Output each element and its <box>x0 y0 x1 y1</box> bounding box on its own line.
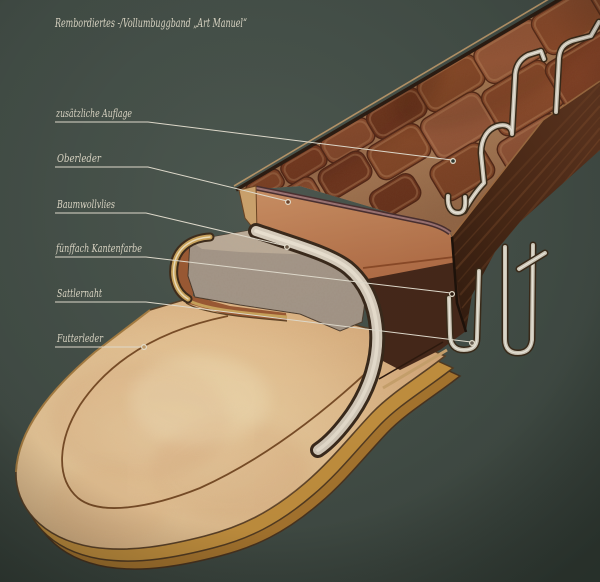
dot-sattlernaht <box>469 340 476 347</box>
label-baumwollvlies: Baumwollvlies <box>56 197 115 211</box>
leader-fuenffach-kantenfarbe <box>55 256 452 294</box>
label-zusaetzliche-auflage: zusätzliche Auflage <box>55 106 132 120</box>
label-fuenffach-kantenfarbe: fünffach Kantenfarbe <box>55 241 142 255</box>
leader-zusaetzliche-auflage <box>55 121 453 161</box>
dot-oberleder <box>285 199 292 206</box>
leader-sattlernaht <box>55 301 472 343</box>
leader-baumwollvlies <box>55 212 287 247</box>
label-futterleder: Futterleder <box>56 331 104 345</box>
diagram-title: Rembordiertes -/Vollumbuggband „Art Manu… <box>54 15 247 30</box>
dot-futterleder <box>141 344 148 351</box>
leader-oberleder <box>55 166 288 202</box>
dot-zusaetzliche-auflage <box>450 158 457 165</box>
label-oberleder: Oberleder <box>57 151 102 165</box>
annotation-layer: Rembordiertes -/Vollumbuggband „Art Manu… <box>54 15 476 351</box>
dot-fuenffach-kantenfarbe <box>449 291 456 298</box>
dot-baumwollvlies <box>284 244 291 251</box>
label-sattlernaht: Sattlernaht <box>57 286 102 300</box>
